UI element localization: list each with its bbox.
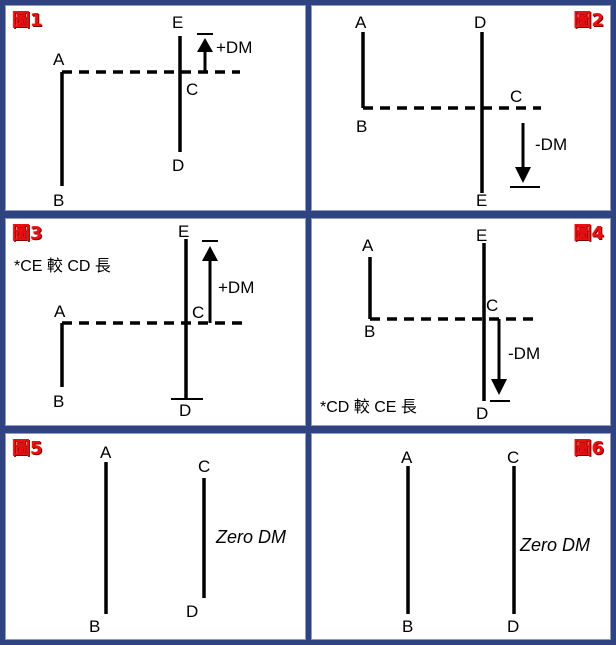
panel-2-badge: 圖2 <box>573 10 604 31</box>
panel-5-drawing <box>104 462 206 614</box>
label-d: D <box>507 617 520 636</box>
panel-5-badge: 圖5 <box>12 438 43 459</box>
label-e: E <box>476 191 488 210</box>
label-d: D <box>186 602 199 621</box>
label-d: D <box>179 401 192 420</box>
panel-6: 圖6 A B C D Zero DM <box>311 433 611 640</box>
label-c: C <box>192 303 205 322</box>
dm-arrow-head <box>202 246 218 261</box>
panel-3-badge: 圖3 <box>12 223 43 244</box>
panel-5: 圖5 A B C D Zero DM <box>5 433 306 640</box>
zero-dm-label: Zero DM <box>216 527 287 547</box>
label-c: C <box>186 80 199 99</box>
label-e: E <box>178 222 190 241</box>
label-a: A <box>100 443 112 462</box>
label-c: C <box>486 296 499 315</box>
panel-2-drawing <box>361 32 541 193</box>
label-e: E <box>172 13 184 32</box>
dm-arrow-head <box>197 38 213 52</box>
label-e: E <box>476 226 488 245</box>
label-c: C <box>507 448 520 467</box>
label-dm: -DM <box>508 344 541 363</box>
label-b: B <box>89 617 101 636</box>
label-d: D <box>476 404 489 423</box>
label-c: C <box>510 87 523 106</box>
label-dm: +DM <box>216 38 253 57</box>
dm-arrow-head <box>491 379 507 395</box>
panel-2: 圖2 A B D C E -DM <box>311 5 611 211</box>
label-b: B <box>356 117 368 136</box>
panel-6-drawing <box>406 466 516 614</box>
label-dm: -DM <box>535 135 568 154</box>
panel-3-drawing <box>60 239 244 400</box>
panel-6-badge: 圖6 <box>573 438 604 459</box>
label-b: B <box>364 322 376 341</box>
label-b: B <box>53 191 65 210</box>
panel-4-badge: 圖4 <box>573 223 604 244</box>
panel-4-note: *CD 較 CE 長 <box>320 399 417 416</box>
panel-1: 圖1 A B E C D +DM <box>5 5 306 211</box>
label-c: C <box>198 457 211 476</box>
label-d: D <box>474 13 487 32</box>
label-dm: +DM <box>218 278 255 297</box>
panel-3-note: *CE 較 CD 長 <box>14 258 111 275</box>
panel-1-badge: 圖1 <box>12 10 43 31</box>
panel-1-drawing <box>60 33 240 186</box>
label-a: A <box>53 50 65 69</box>
panel-4: 圖4 A B E C D -DM *CD 較 CE 長 <box>311 218 611 426</box>
label-d: D <box>172 156 185 175</box>
label-a: A <box>362 236 374 255</box>
label-b: B <box>53 392 65 411</box>
zero-dm-label: Zero DM <box>520 535 591 555</box>
label-a: A <box>355 13 367 32</box>
label-a: A <box>401 448 413 467</box>
panel-3: 圖3 *CE 較 CD 長 A B E C D +DM <box>5 218 306 426</box>
label-a: A <box>54 302 66 321</box>
label-b: B <box>402 617 414 636</box>
panel-4-drawing <box>368 243 540 402</box>
dm-arrow-head <box>515 167 531 183</box>
